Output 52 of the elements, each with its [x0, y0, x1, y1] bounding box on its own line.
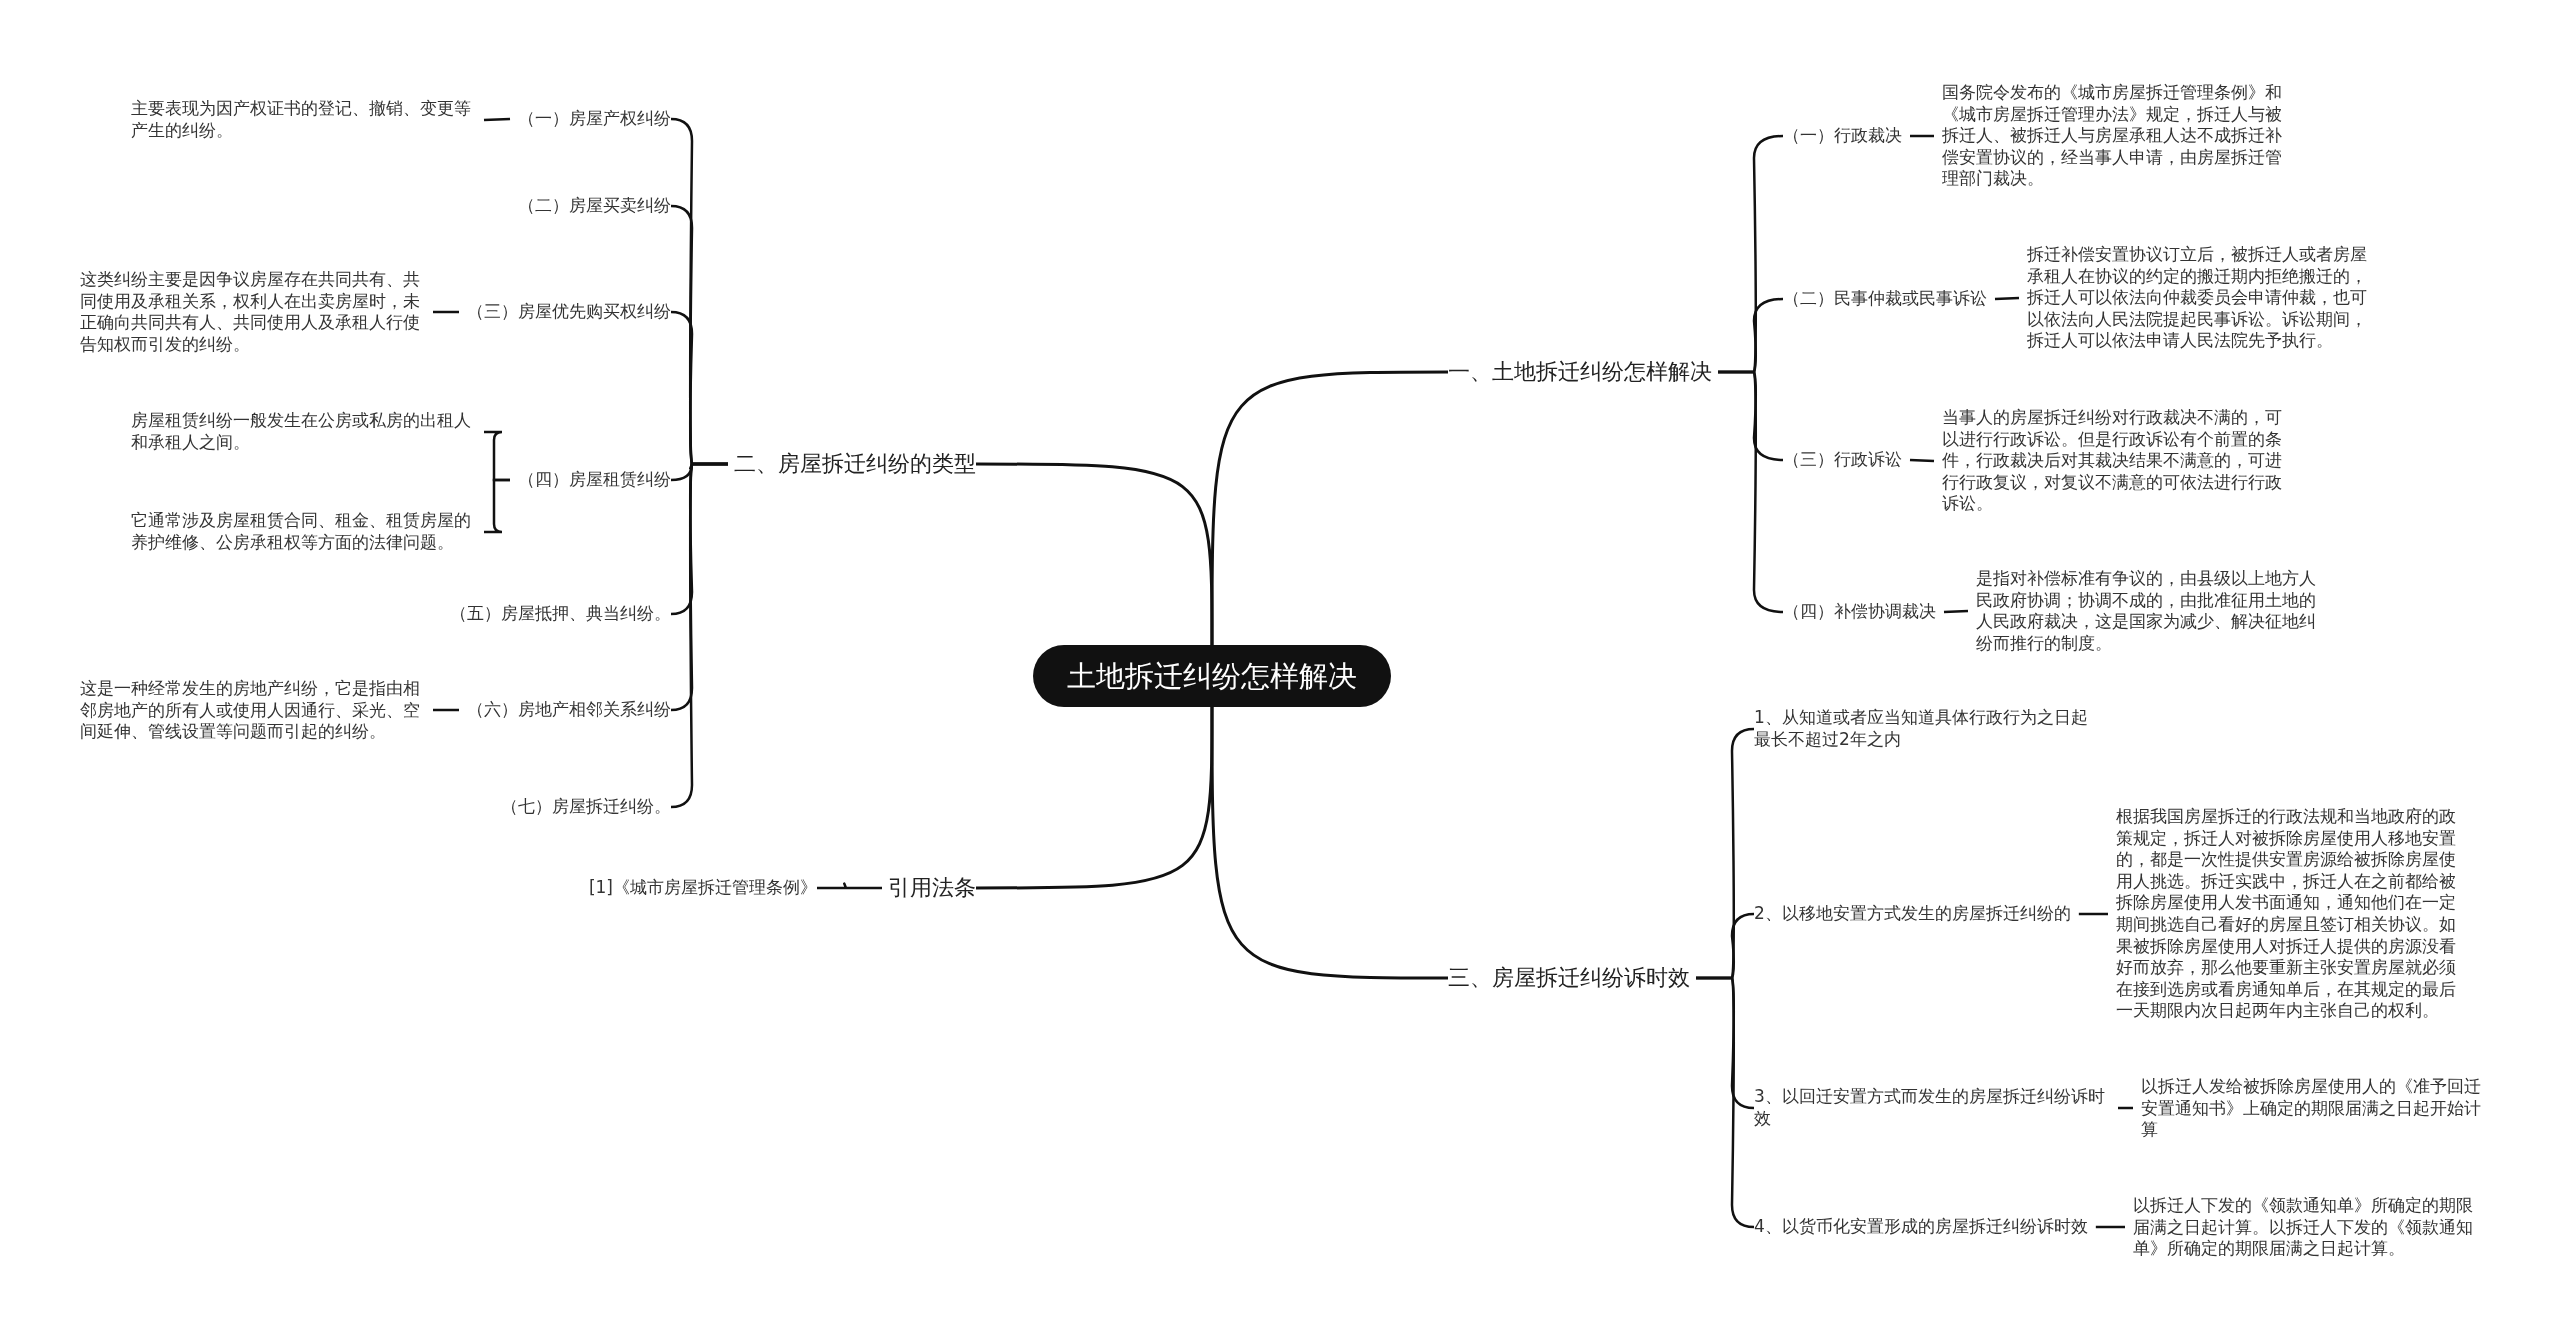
note-text: 它通常涉及房屋租赁合同、租金、租赁房屋的养护维修、公房承租权等方面的法律问题。: [131, 510, 476, 554]
branch-topic: 三、房屋拆迁纠纷诉时效: [1448, 963, 1690, 993]
branch-line: [433, 310, 459, 314]
branch-line: [1909, 458, 1935, 463]
note-text: 这是一种经常发生的房地产纠纷，它是指由相邻房地产的所有人或使用人因通行、采光、空间延伸、管线设置等问题而引起的纠纷。: [80, 677, 425, 743]
branch-line: [2118, 1106, 2133, 1110]
subtopic-text: 3、以回迁安置方式而发生的房屋拆迁纠纷诉时效: [1754, 1086, 2110, 1130]
subtopic-text: （三）行政诉讼: [1783, 449, 1902, 471]
subtopic-text: （二）民事仲裁或民事诉讼: [1783, 288, 1987, 310]
branch-line: [1943, 609, 1969, 614]
branch-line: [1210, 707, 1448, 980]
branch-line: [1910, 134, 1934, 138]
branch-line: [1718, 370, 1784, 614]
branch-line: [484, 478, 510, 534]
branch-topic: 引用法条: [888, 873, 976, 903]
subtopic-text: （一）房屋产权纠纷: [518, 108, 671, 130]
subtopic-text: 4、以货币化安置形成的房屋拆迁纠纷诉时效: [1754, 1216, 2088, 1238]
note-text: 拆迁补偿安置协议订立后，被拆迁人或者房屋承租人在协议的约定的搬迁期内拒绝搬迁的，拆迁人可以依法向仲裁委员会申请仲裁，也可以依法向人民法院提起民事诉讼。诉讼期间，拆迁人可以依法申请人民法院先予执行。: [2027, 244, 2372, 352]
subtopic-text: （四）房屋租赁纠纷: [518, 469, 671, 491]
branch-line: [2078, 912, 2108, 916]
central-topic: 土地拆迁纠纷怎样解决: [1033, 645, 1391, 707]
subtopic-text: （五）房屋抵押、典当纠纷。: [450, 603, 671, 625]
subtopic-text: （三）房屋优先购买权纠纷: [467, 301, 671, 323]
note-text: 房屋租赁纠纷一般发生在公房或私房的出租人和承租人之间。: [131, 410, 476, 454]
note-text: 当事人的房屋拆迁纠纷对行政裁决不满的，可以进行行政诉讼。但是行政诉讼有个前置的条件，行政裁决后对其裁决结果不满意的，可进行行政复议，对复议不满意的可依法进行行政诉讼。: [1942, 407, 2287, 515]
note-text: 是指对补偿标准有争议的，由县级以上地方人民政府协调；协调不成的，由批准征用土地的人民政府裁决，这是国家为减少、解决征地纠纷而推行的制度。: [1976, 567, 2321, 655]
note-text: 这类纠纷主要是因争议房屋存在共同共有、共同使用及承租关系，权利人在出卖房屋时，未正确向共同共有人、共同使用人及承租人行使告知权而引发的纠纷。: [80, 268, 425, 356]
branch-line: [2095, 1225, 2125, 1229]
subtopic-text: （一）行政裁决: [1783, 125, 1902, 147]
note-text: 主要表现为因产权证书的登记、撤销、变更等产生的纠纷。: [131, 98, 476, 142]
subtopic-text: （六）房地产相邻关系纠纷: [467, 699, 671, 721]
branch-line: [433, 708, 459, 712]
branch-line: [1210, 370, 1448, 645]
note-text: 以拆迁人下发的《领款通知单》所确定的期限届满之日起计算。以拆迁人下发的《领款通知单》所确定的期限届满之日起计算。: [2133, 1194, 2478, 1260]
branch-line: [817, 884, 882, 890]
subtopic-text: 1、从知道或者应当知道具体行政行为之日起最长不超过2年之内: [1754, 707, 2099, 751]
branch-topic: 一、土地拆迁纠纷怎样解决: [1448, 357, 1712, 387]
branch-line: [483, 117, 511, 122]
subtopic-text: [1]《城市房屋拆迁管理条例》: [588, 877, 817, 899]
subtopic-text: 2、以移地安置方式发生的房屋拆迁纠纷的: [1754, 903, 2071, 925]
subtopic-text: （七）房屋拆迁纠纷。: [501, 796, 671, 818]
branch-line: [1994, 296, 2020, 301]
subtopic-text: （二）房屋买卖纠纷: [518, 195, 671, 217]
note-text: 国务院令发布的《城市房屋拆迁管理条例》和《城市房屋拆迁管理办法》规定，拆迁人与被拆迁人、被拆迁人与房屋承租人达不成拆迁补偿安置协议的，经当事人申请，由房屋拆迁管理部门裁决。: [1942, 82, 2287, 190]
branch-line: [1696, 976, 1755, 1229]
branch-line: [976, 707, 1214, 890]
note-text: 以拆迁人发给被拆除房屋使用人的《准予回迁安置通知书》上确定的期限届满之日起开始计算: [2141, 1075, 2486, 1141]
branch-topic: 二、房屋拆迁纠纷的类型: [734, 449, 976, 479]
note-text: 根据我国房屋拆迁的行政法规和当地政府的政策规定，拆迁人对被拆除房屋使用人移地安置的，都是一次性提供安置房源给被拆除房屋使用人挑选。拆迁实践中，拆迁人在之前都给被拆除房屋使用人发书面通知，通知他们在一定期间挑选自己看好的房屋且签订相关协议。如果被拆除房屋使用人对拆迁人提供的房源没看好而放弃，那么他要重新主张安置房屋就必须在接到选房或看房通知单后，在其规定的最后一天期限内次日起两年内主张自己的权利。: [2116, 806, 2461, 1022]
branch-line: [976, 462, 1214, 645]
subtopic-text: （四）补偿协调裁决: [1783, 601, 1936, 623]
branch-line: [670, 462, 728, 809]
